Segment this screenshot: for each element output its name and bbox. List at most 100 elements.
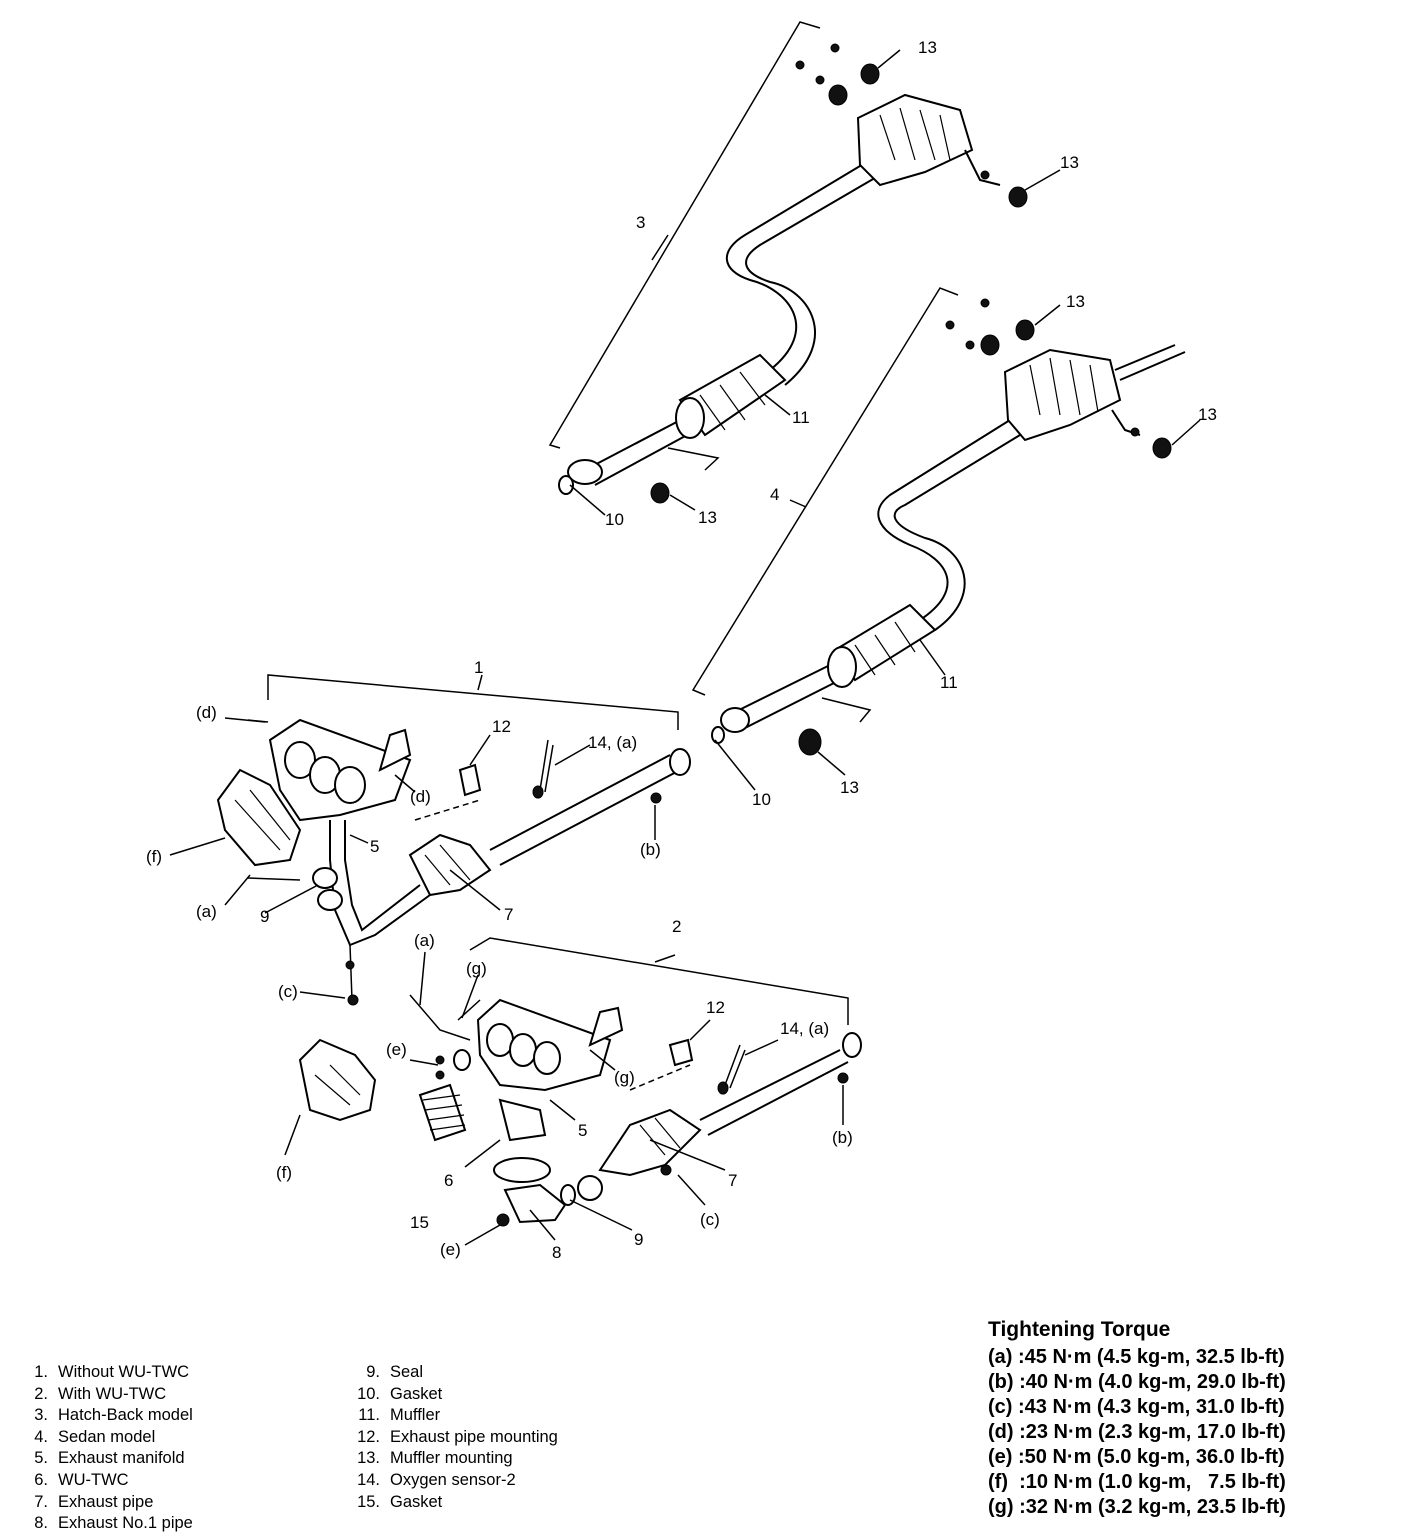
legend-item: 4.Sedan model: [34, 1427, 156, 1446]
tightening-torque-table: Tightening Torque (a) :45 N·m (4.5 kg-m,…: [988, 1318, 1286, 1520]
label-11-hatchback: 11: [792, 408, 810, 427]
hatchback-tailpipe: [584, 414, 701, 486]
bracket-1: [267, 674, 679, 730]
bracket-4: [691, 287, 959, 696]
torque-row: (g) :32 N·m (3.2 kg-m, 23.5 lb-ft): [988, 1496, 1286, 1518]
label-a-lower: (a): [414, 931, 435, 950]
label-4: 4: [770, 485, 779, 504]
label-g-lower: (g): [614, 1068, 635, 1087]
legend-item: 11.Muffler: [358, 1406, 441, 1425]
label-g-upper: (g): [466, 959, 487, 978]
legend-item: 9.Seal: [366, 1363, 424, 1381]
legend-item: 3.Hatch-Back model: [34, 1406, 193, 1425]
label-10-hatchback: 10: [605, 510, 624, 529]
legend-item: 10.Gasket: [357, 1384, 443, 1403]
label-d-right: (d): [410, 787, 431, 806]
without-wu-twc-assembly: [216, 674, 691, 1006]
label-12-lower: 12: [706, 998, 725, 1017]
legend-item: 7.Exhaust pipe: [34, 1492, 154, 1511]
bracket-2: [469, 937, 849, 1025]
sedan-flange: [711, 707, 750, 744]
label-13-b: 13: [1060, 153, 1079, 172]
label-5-lower: 5: [578, 1121, 587, 1140]
exhaust-no1-pipe-8: [503, 1175, 603, 1224]
mounting-13-b: [828, 84, 848, 106]
label-c-lower: (c): [700, 1210, 720, 1229]
bracket-3: [548, 21, 821, 449]
torque-row: (e) :50 N·m (5.0 kg-m, 36.0 lb-ft): [988, 1446, 1285, 1468]
hatchback-flange: [558, 459, 603, 495]
hatchback-midpipe: [725, 159, 881, 386]
mounting-13-c: [1008, 186, 1028, 208]
sedan-assembly: [691, 287, 1186, 756]
sedan-catalyst-muffler-11: [827, 603, 937, 688]
mounting-13-d: [650, 482, 670, 504]
label-13-f: 13: [840, 778, 859, 797]
label-f-upper: (f): [146, 847, 162, 866]
label-3: 3: [636, 213, 645, 232]
mounting-13-f: [980, 334, 1000, 356]
with-wu-twc-assembly: [298, 937, 862, 1227]
torque-row: (c) :43 N·m (4.3 kg-m, 31.0 lb-ft): [988, 1396, 1285, 1418]
wu-twc-6: [418, 1083, 547, 1142]
label-6: 6: [444, 1171, 453, 1190]
label-14-upper: 14, (a): [588, 733, 637, 752]
sedan-front-pipe: [734, 664, 841, 729]
hatchback-catalyst-muffler-11: [675, 353, 787, 439]
label-e-lower: (e): [440, 1240, 461, 1259]
leader-lines: [169, 49, 1201, 1246]
label-9-upper: 9: [260, 907, 269, 926]
legend-item: 13.Muffler mounting: [357, 1449, 513, 1468]
label-a-upper: (a): [196, 902, 217, 921]
legend-item: 1.Without WU-TWC: [34, 1363, 190, 1381]
label-12-upper: 12: [492, 717, 511, 736]
hatchback-rear-muffler: [856, 93, 1001, 187]
exhaust-system-diagram: 1 2 3 4 5 5 6 7 7 8 9 9 10 10 11 11 12 1…: [146, 21, 1217, 1262]
torque-row: (f) :10 N·m (1.0 kg-m, 7.5 lb-ft): [988, 1471, 1286, 1493]
legend-item: 14.Oxygen sensor-2: [357, 1470, 516, 1489]
sedan-midpipe: [877, 419, 1021, 631]
gasket-15: [493, 1157, 551, 1183]
legend-item: 15.Gasket: [357, 1492, 443, 1511]
legend-item: 2.With WU-TWC: [34, 1384, 167, 1403]
label-10-sedan: 10: [752, 790, 771, 809]
torque-row: (a) :45 N·m (4.5 kg-m, 32.5 lb-ft): [988, 1346, 1285, 1368]
heat-shield-f1: [216, 768, 302, 867]
label-d-left: (d): [196, 703, 217, 722]
legend-item: 8.Exhaust No.1 pipe: [34, 1514, 193, 1533]
label-e-upper: (e): [386, 1040, 407, 1059]
legend-item: 12.Exhaust pipe mounting: [357, 1427, 558, 1446]
mounting-13-a: [860, 63, 880, 85]
label-13-e: 13: [1198, 405, 1217, 424]
label-11-sedan: 11: [940, 673, 958, 692]
sedan-rear-muffler: [1003, 344, 1186, 442]
label-5-upper: 5: [370, 837, 379, 856]
mounting-13-e: [1015, 319, 1035, 341]
label-b-lower: (b): [832, 1128, 853, 1147]
label-9-lower: 9: [634, 1230, 643, 1249]
exhaust-manifold-5-lower: [476, 998, 624, 1092]
callout-labels: 1 2 3 4 5 5 6 7 7 8 9 9 10 10 11 11 12 1…: [146, 38, 1217, 1262]
hatchback-assembly: [548, 21, 1028, 504]
mounting-13-h: [798, 728, 822, 756]
label-7-lower: 7: [728, 1171, 737, 1190]
label-f-lower: (f): [276, 1163, 292, 1182]
label-15: 15: [410, 1213, 429, 1232]
label-8: 8: [552, 1243, 561, 1262]
label-7-upper: 7: [504, 905, 513, 924]
label-13-c: 13: [698, 508, 717, 527]
exhaust-pipe-7-upper: [312, 748, 691, 947]
legend-item: 6.WU-TWC: [34, 1470, 129, 1489]
mounting-13-g: [1152, 437, 1172, 459]
torque-row: (b) :40 N·m (4.0 kg-m, 29.0 lb-ft): [988, 1371, 1286, 1393]
label-13-a: 13: [918, 38, 937, 57]
legend-item: 5.Exhaust manifold: [34, 1449, 185, 1468]
label-c-upper: (c): [278, 982, 298, 1001]
label-b-upper: (b): [640, 840, 661, 859]
torque-row: (d) :23 N·m (2.3 kg-m, 17.0 lb-ft): [988, 1421, 1286, 1443]
exhaust-manifold-5-upper: [268, 718, 412, 822]
parts-legend-left: 1.Without WU-TWC 2.With WU-TWC 3.Hatch-B…: [20, 1362, 193, 1535]
label-14-lower: 14, (a): [780, 1019, 829, 1038]
parts-legend-right: 9.Seal 10.Gasket 11.Muffler 12.Exhaust p…: [338, 1362, 558, 1513]
label-1: 1: [474, 658, 483, 677]
